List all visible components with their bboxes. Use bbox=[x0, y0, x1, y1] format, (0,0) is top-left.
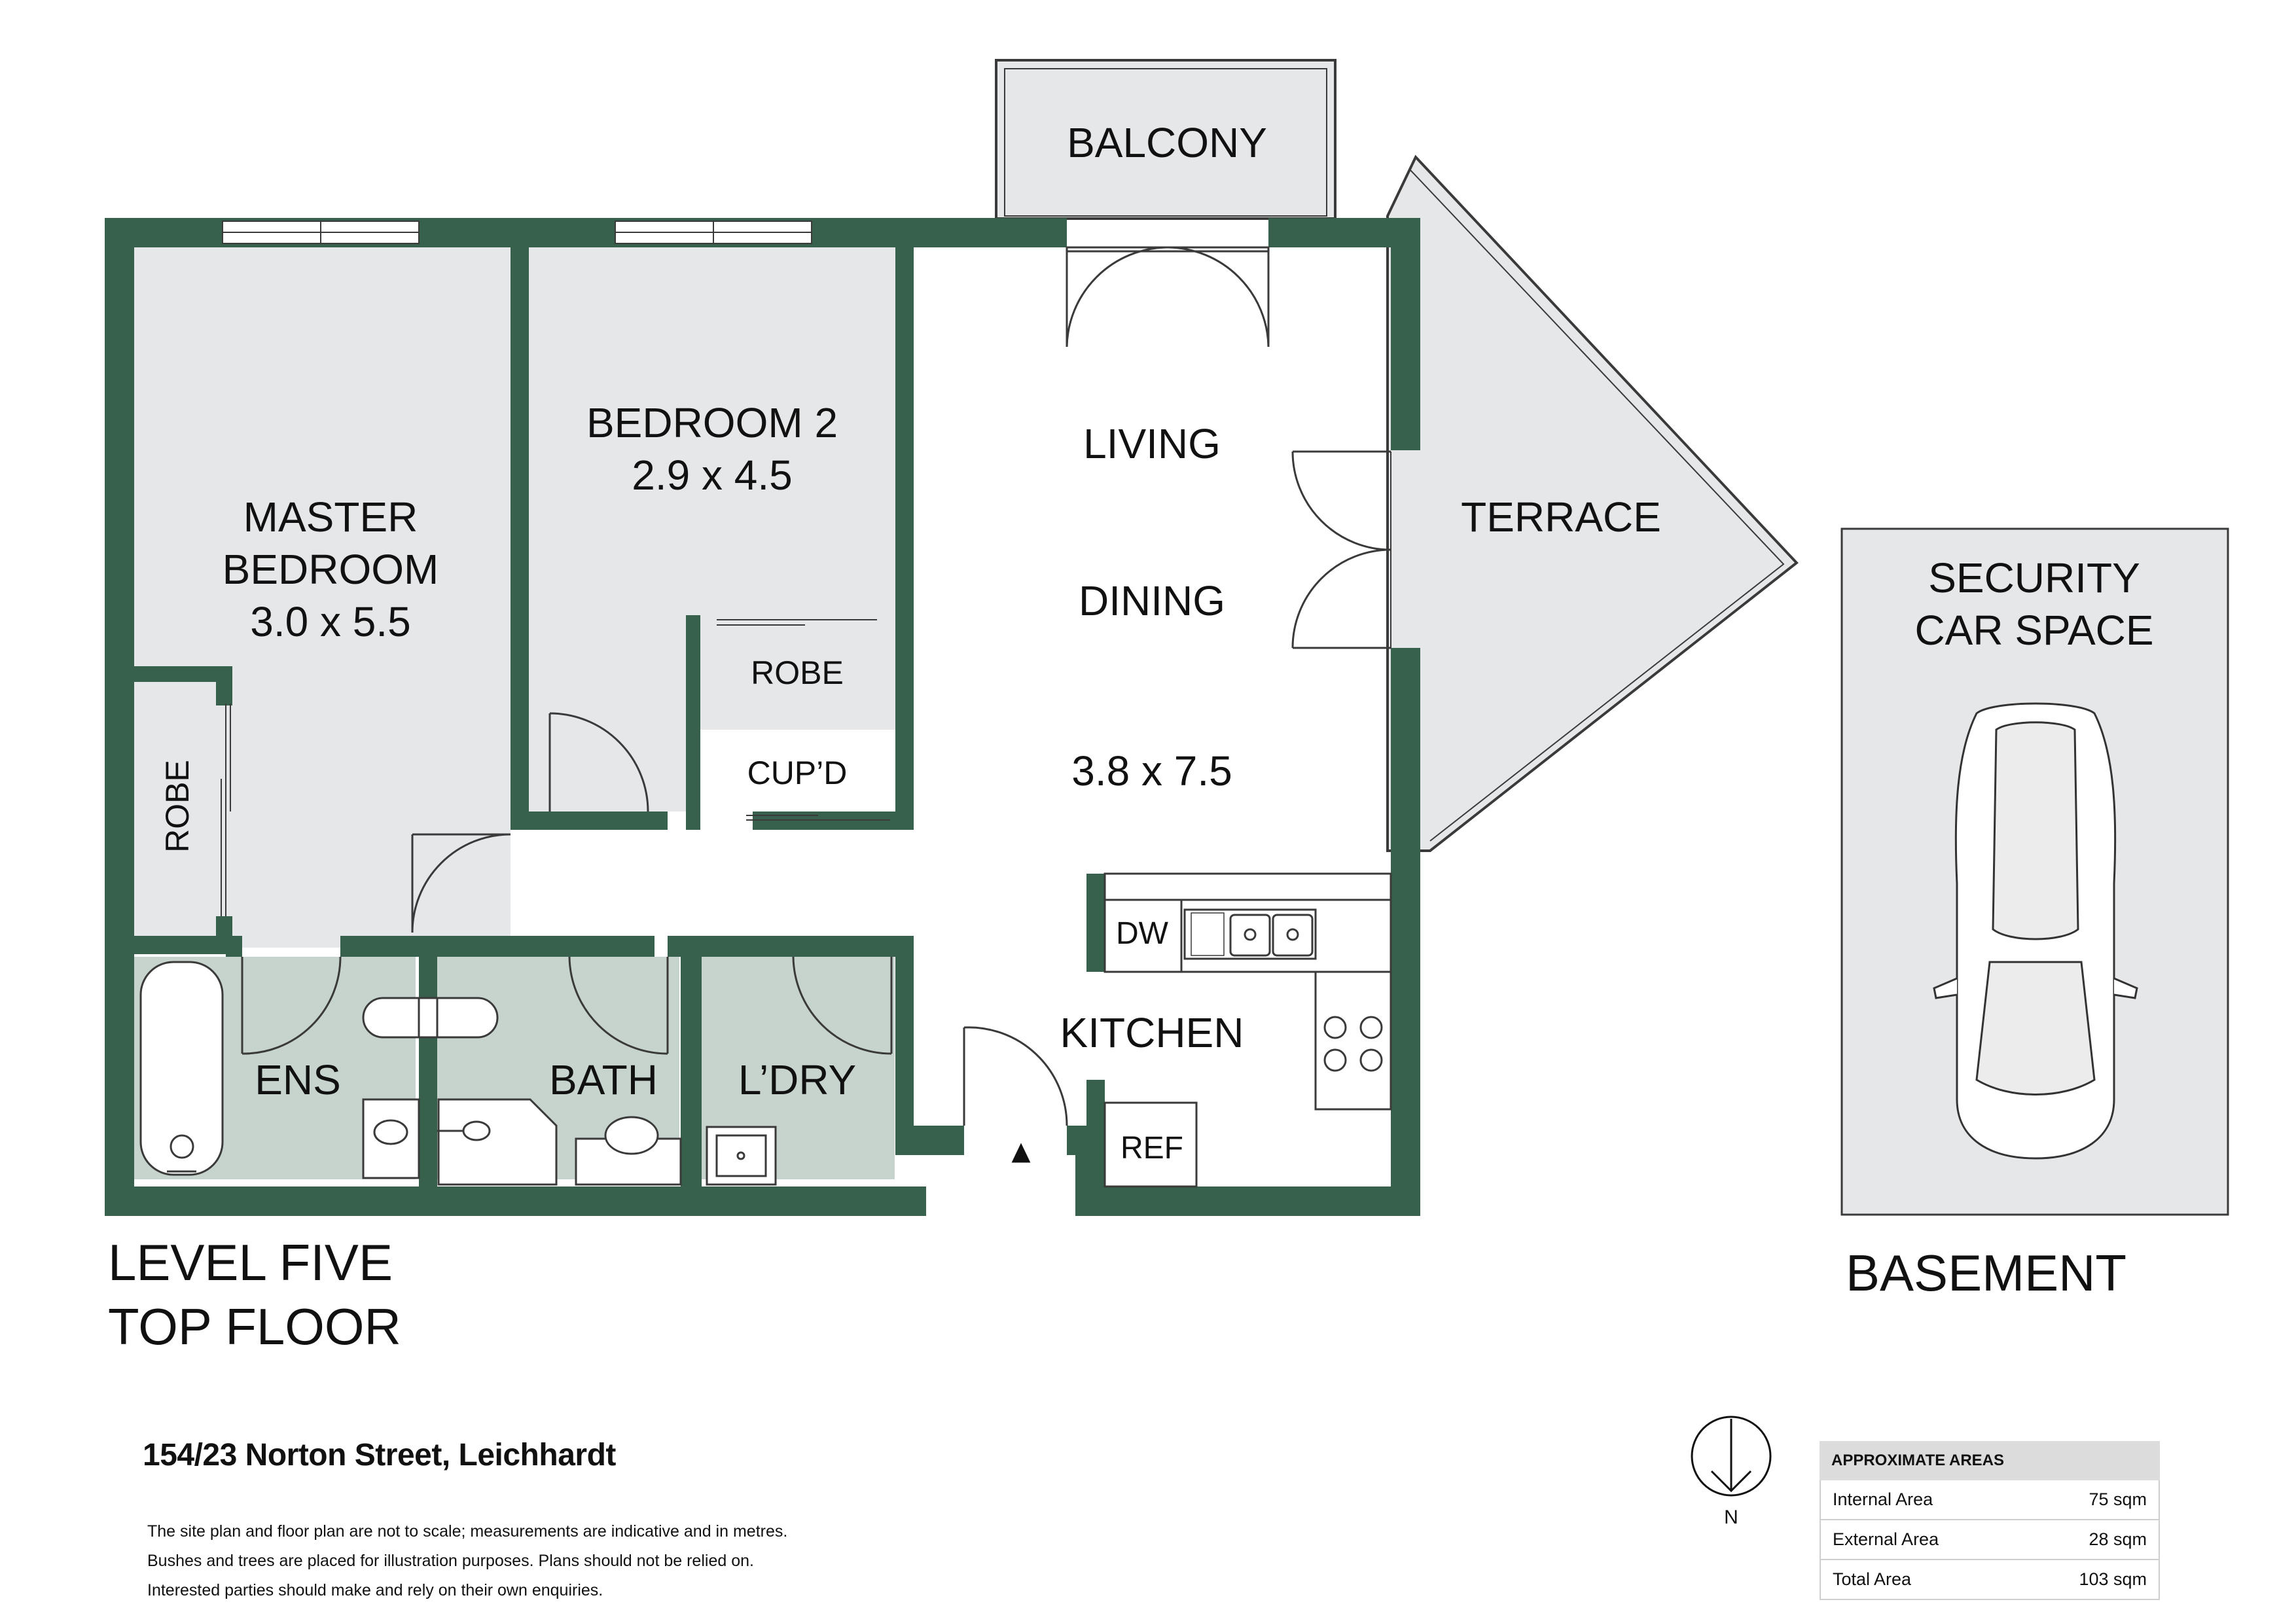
balcony-area bbox=[995, 59, 1336, 220]
basement-label: BASEMENT bbox=[1846, 1244, 2127, 1302]
kitchen-label: KITCHEN bbox=[1060, 1009, 1244, 1056]
disclaimer: The site plan and floor plan are not to … bbox=[147, 1517, 998, 1605]
terrace-area bbox=[1386, 154, 1799, 852]
north-arrow-icon bbox=[1691, 1416, 1772, 1497]
terrace-label: TERRACE bbox=[1461, 493, 1661, 541]
car-space-label-2: CAR SPACE bbox=[1914, 607, 2153, 654]
living-dims: 3.8 x 7.5 bbox=[1071, 747, 1232, 794]
north-label: N bbox=[1724, 1507, 1738, 1528]
robe-bedroom-2-area bbox=[700, 628, 895, 713]
bedroom-2-dims: 2.9 x 4.5 bbox=[632, 452, 793, 499]
car-icon bbox=[1933, 702, 2138, 1160]
area-label: Internal Area bbox=[1833, 1489, 1933, 1509]
area-row-external: External Area 28 sqm bbox=[1820, 1520, 2160, 1560]
robe-master-area bbox=[134, 677, 226, 942]
area-value: 75 sqm bbox=[2089, 1489, 2147, 1509]
area-row-internal: Internal Area 75 sqm bbox=[1820, 1480, 2160, 1520]
bedroom-2-area bbox=[529, 247, 895, 812]
area-label: Total Area bbox=[1833, 1569, 1912, 1589]
master-label-1: MASTER bbox=[243, 493, 418, 541]
living-label: LIVING bbox=[1083, 420, 1221, 467]
area-label: External Area bbox=[1833, 1529, 1939, 1549]
north-compass: N bbox=[1689, 1414, 1774, 1544]
areas-table: APPROXIMATE AREAS Internal Area 75 sqm E… bbox=[1820, 1441, 2160, 1600]
cupboard-label: CUP’D bbox=[747, 755, 848, 791]
robe-master-label: ROBE bbox=[159, 760, 196, 853]
laundry-label: L’DRY bbox=[738, 1056, 856, 1103]
master-dims: 3.0 x 5.5 bbox=[250, 598, 411, 645]
level-line-1: LEVEL FIVE bbox=[108, 1234, 393, 1291]
area-value: 103 sqm bbox=[2079, 1569, 2147, 1589]
windows bbox=[222, 221, 812, 244]
car-space-label-1: SECURITY bbox=[1928, 554, 2140, 601]
level-label: LEVEL FIVE TOP FLOOR bbox=[108, 1230, 401, 1359]
dishwasher-label: DW bbox=[1116, 916, 1169, 951]
doors-fixtures bbox=[139, 246, 2138, 1188]
bedroom-2-label: BEDROOM 2 bbox=[586, 399, 838, 446]
disclaimer-line-2: Bushes and trees are placed for illustra… bbox=[147, 1552, 754, 1570]
area-value: 28 sqm bbox=[2089, 1529, 2147, 1549]
level-line-2: TOP FLOOR bbox=[108, 1298, 401, 1355]
fridge-label: REF bbox=[1121, 1131, 1183, 1166]
robe-bedroom-2-label: ROBE bbox=[751, 654, 844, 691]
disclaimer-line-3: Interested parties should make and rely … bbox=[147, 1581, 603, 1599]
area-row-total: Total Area 103 sqm bbox=[1820, 1560, 2160, 1600]
cupboard-area bbox=[700, 730, 895, 812]
balcony-label: BALCONY bbox=[1067, 119, 1267, 166]
property-address: 154/23 Norton Street, Leichhardt bbox=[143, 1438, 616, 1472]
room-labels: BALCONY MASTER BEDROOM 3.0 x 5.5 BEDROOM… bbox=[159, 119, 2154, 1166]
dining-label: DINING bbox=[1079, 577, 1225, 624]
ensuite-label: ENS bbox=[255, 1056, 341, 1103]
disclaimer-line-1: The site plan and floor plan are not to … bbox=[147, 1522, 788, 1541]
areas-title: APPROXIMATE AREAS bbox=[1820, 1441, 2160, 1480]
bath-label: BATH bbox=[549, 1056, 658, 1103]
master-label-2: BEDROOM bbox=[223, 546, 439, 593]
